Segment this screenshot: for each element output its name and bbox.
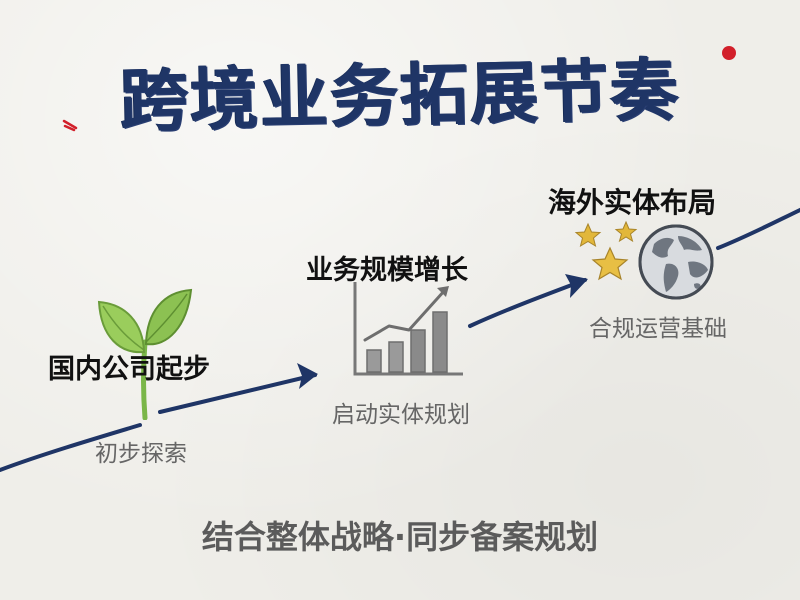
stage-sublabel-explore: 初步探索: [95, 441, 187, 467]
bottom-summary-text: 结合整体战略·同步备案规划: [201, 518, 599, 556]
stage-label-scale-growth: 业务规模增长: [306, 255, 468, 286]
growth-chart-icon: [353, 282, 463, 376]
gold-stars-icon: [574, 220, 638, 281]
globe-icon: [638, 224, 714, 300]
stage-sublabel-compliance: 合规运营基础: [589, 316, 727, 342]
arrow-heads: [297, 274, 588, 389]
stage-label-overseas-entity: 海外实体布局: [548, 186, 717, 219]
arrow-head-1: [297, 363, 318, 389]
red-dot-icon: [722, 46, 736, 60]
stage-sublabel-entity-planning: 启动实体规划: [332, 402, 470, 428]
curve-segment-3: [468, 278, 587, 328]
red-stroke-icon: [62, 119, 78, 132]
stage-label-domestic: 国内公司起步: [48, 354, 210, 385]
curve-segment-1: [0, 423, 142, 472]
arrow-head-2: [565, 274, 588, 298]
curve-segment-2: [158, 373, 317, 414]
seedling-icon: [97, 288, 193, 420]
curve-segment-4: [716, 208, 800, 250]
